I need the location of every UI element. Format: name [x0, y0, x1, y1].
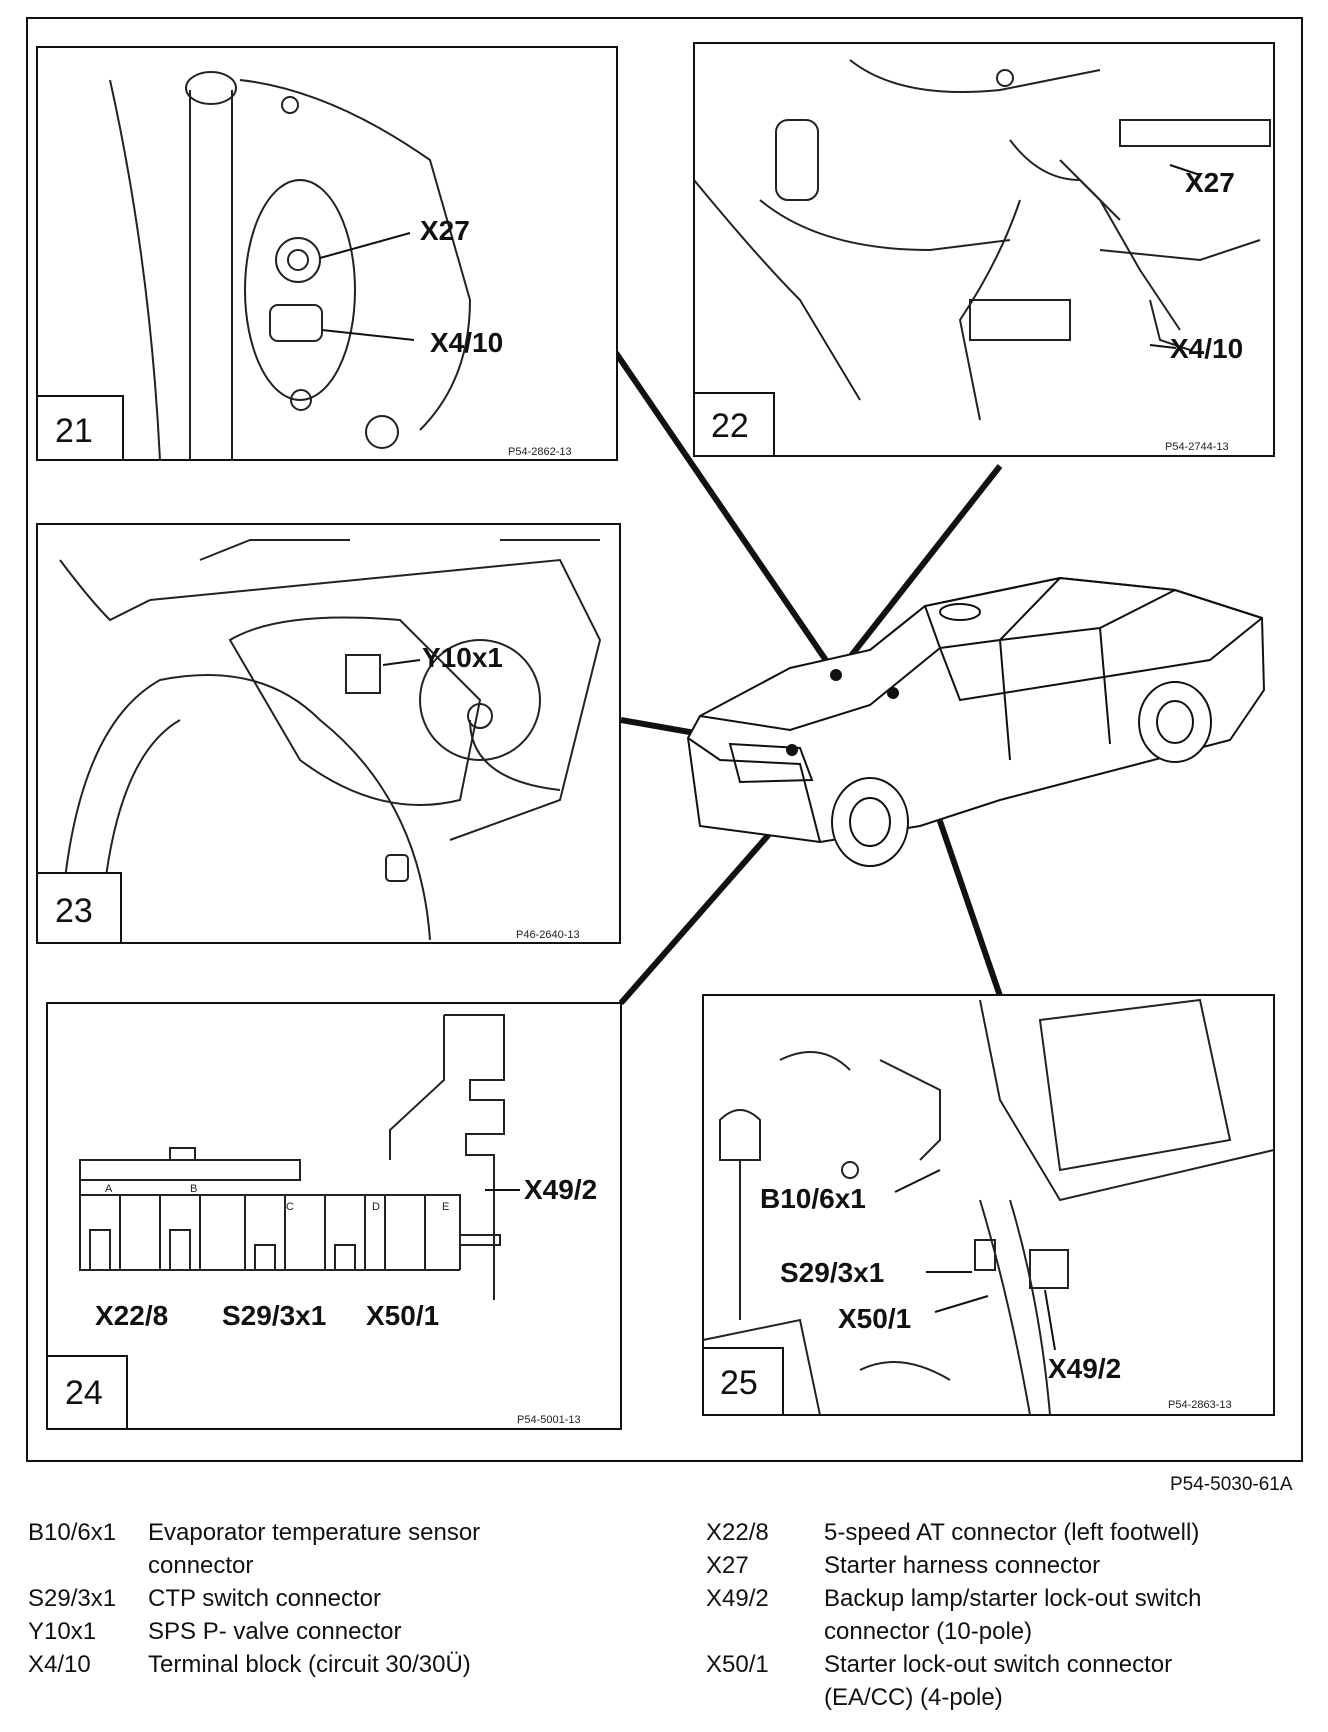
leader-line-21: [613, 351, 839, 677]
panel-24-callout-x50-1: X50/1: [366, 1300, 439, 1331]
legend-item-continuation: connector: [28, 1549, 668, 1582]
legend-left: B10/6x1 Evaporator temperature sensor co…: [28, 1516, 668, 1681]
panel-24-pin-d: D: [372, 1201, 380, 1213]
panel-25-callout-x50-1: X50/1: [838, 1303, 911, 1334]
panel-25: B10/6x1 S29/3x1 X50/1 X49/2 25 P54-2863-…: [702, 994, 1275, 1416]
panel-23-callout-y10x1: Y10x1: [422, 642, 503, 673]
legend-code: X22/8: [706, 1519, 769, 1546]
panel-24: A B C D E X49/2 X22/8 S29/3x1 X50/1 24 P…: [46, 1002, 622, 1430]
legend-code: X49/2: [706, 1585, 769, 1612]
panel-22-callout-x27: X27: [1185, 167, 1235, 198]
panel-21-callout-x4-10: X4/10: [430, 327, 503, 358]
legend-desc: SPS P- valve connector: [148, 1618, 402, 1645]
legend-item: X27 Starter harness connector: [706, 1549, 1306, 1582]
panel-22-number: 22: [711, 407, 749, 445]
panel-24-number: 24: [65, 1374, 103, 1412]
panel-23: Y10x1 23 P46-2640-13: [36, 523, 621, 944]
legend-item: Y10x1 SPS P- valve connector: [28, 1615, 668, 1648]
panel-22: X27 X4/10 22 P54-2744-13: [693, 42, 1275, 457]
legend-code: X4/10: [28, 1651, 91, 1678]
legend-code: X50/1: [706, 1651, 769, 1678]
legend-desc: connector: [148, 1552, 254, 1579]
panel-25-callout-b10-6x1: B10/6x1: [760, 1183, 866, 1214]
panel-25-number: 25: [720, 1364, 758, 1402]
panel-24-callout-s29-3x1: S29/3x1: [222, 1300, 326, 1331]
panel-23-number: 23: [55, 892, 93, 930]
legend-item-continuation: connector (10-pole): [706, 1615, 1306, 1648]
legend-desc: Terminal block (circuit 30/30Ü): [148, 1651, 471, 1678]
legend-desc: CTP switch connector: [148, 1585, 381, 1612]
legend-desc: Backup lamp/starter lock-out switch: [824, 1585, 1202, 1612]
panel-23-code: P46-2640-13: [516, 929, 580, 941]
legend-item: X49/2 Backup lamp/starter lock-out switc…: [706, 1582, 1306, 1615]
panel-21-code: P54-2862-13: [508, 446, 572, 458]
legend-desc: Evaporator temperature sensor: [148, 1519, 481, 1546]
panel-22-drawing: [693, 59, 1271, 421]
panel-25-drawing: [702, 998, 1275, 1416]
panel-24-connector-drawing: [79, 1014, 505, 1300]
panel-21-drawing: [109, 71, 472, 461]
panel-24-callout-x22-8: X22/8: [95, 1300, 168, 1331]
leader-line-22: [833, 464, 1003, 677]
legend-code: B10/6x1: [28, 1519, 117, 1546]
figure-code: P54-5030-61A: [1170, 1474, 1293, 1495]
legend-item: B10/6x1 Evaporator temperature sensor: [28, 1516, 668, 1549]
legend-desc: (EA/CC) (4-pole): [824, 1684, 1003, 1711]
panel-25-callout-s29-3x1: S29/3x1: [780, 1257, 884, 1288]
legend-desc: connector (10-pole): [824, 1618, 1033, 1645]
panel-22-callout-x4-10: X4/10: [1170, 333, 1243, 364]
panel-24-pin-c: C: [286, 1201, 294, 1213]
car-illustration: [686, 576, 1266, 867]
legend-item: X50/1 Starter lock-out switch connector: [706, 1648, 1306, 1681]
panel-25-callout-x49-2: X49/2: [1048, 1353, 1121, 1384]
panel-25-code: P54-2863-13: [1168, 1399, 1232, 1411]
panel-21-number: 21: [55, 412, 93, 450]
panel-24-code: P54-5001-13: [517, 1414, 581, 1426]
panel-22-code: P54-2744-13: [1165, 441, 1229, 453]
legend-code: Y10x1: [28, 1618, 97, 1645]
legend-item: X4/10 Terminal block (circuit 30/30Ü): [28, 1648, 668, 1681]
legend-code: S29/3x1: [28, 1585, 117, 1612]
panel-24-pin-b: B: [190, 1183, 197, 1195]
legend-desc: Starter lock-out switch connector: [824, 1651, 1173, 1678]
panel-21: X27 X4/10 21 P54-2862-13: [36, 46, 618, 461]
panel-24-pin-e: E: [442, 1201, 449, 1213]
legend-desc: Starter harness connector: [824, 1552, 1101, 1579]
panel-24-pin-a: A: [105, 1183, 113, 1195]
panel-24-callout-x49-2: X49/2: [524, 1174, 597, 1205]
panel-23-drawing: [59, 539, 602, 941]
legend-code: X27: [706, 1552, 749, 1579]
legend-desc: 5-speed AT connector (left footwell): [824, 1519, 1200, 1546]
outer-frame: [26, 17, 1303, 1462]
legend-item-continuation: (EA/CC) (4-pole): [706, 1681, 1306, 1714]
panel-21-callout-x27: X27: [420, 215, 470, 246]
legend-right: X22/8 5-speed AT connector (left footwel…: [706, 1516, 1306, 1714]
legend-item: X22/8 5-speed AT connector (left footwel…: [706, 1516, 1306, 1549]
legend-item: S29/3x1 CTP switch connector: [28, 1582, 668, 1615]
